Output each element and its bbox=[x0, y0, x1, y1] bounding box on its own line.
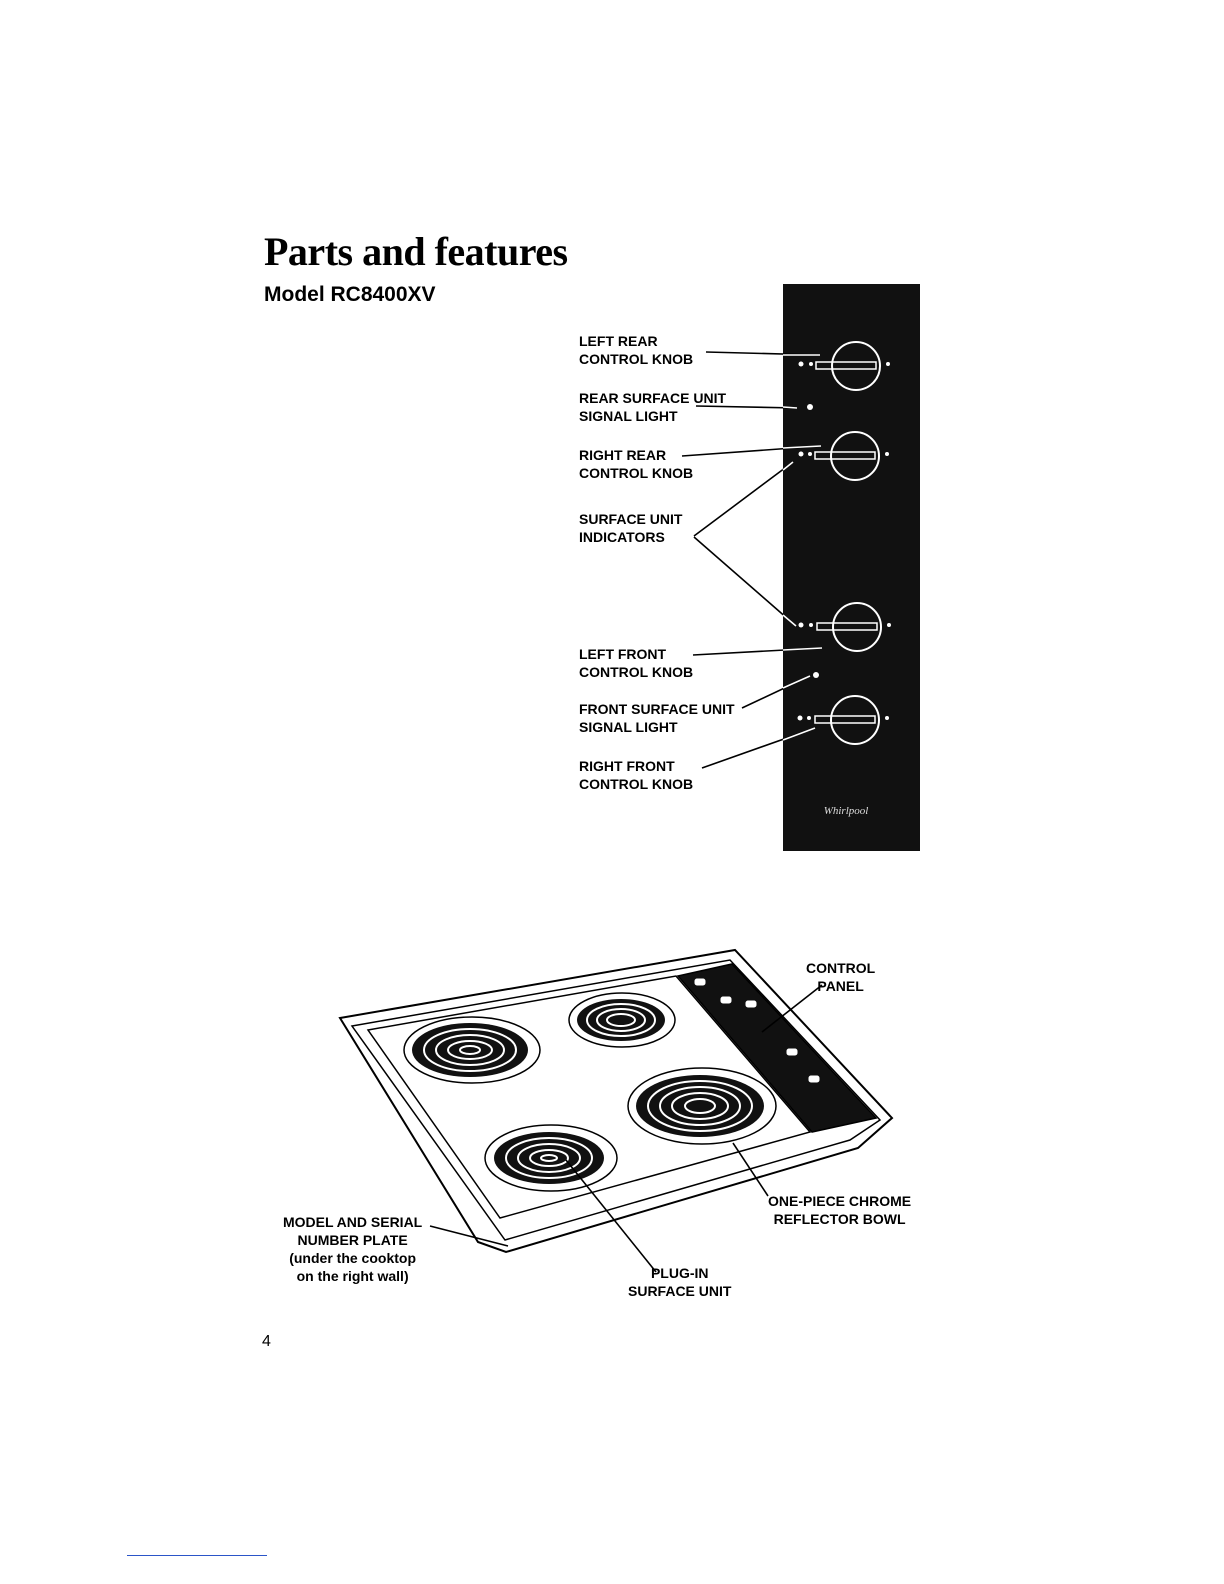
control-panel-illustration: Whirlpool bbox=[783, 284, 920, 851]
burner-left-rear bbox=[403, 1016, 541, 1084]
cooktop-leader-lines bbox=[429, 984, 823, 1273]
knob-left-front bbox=[798, 602, 891, 652]
burner-right-front bbox=[627, 1067, 777, 1145]
brand-logo: Whirlpool bbox=[824, 805, 869, 817]
model-subtitle: Model RC8400XV bbox=[264, 283, 436, 306]
page-number: 4 bbox=[262, 1333, 271, 1350]
cooktop-illustration bbox=[338, 948, 894, 1254]
front-signal-light bbox=[813, 672, 819, 678]
burner-right-rear bbox=[568, 992, 676, 1048]
knob-left-rear bbox=[798, 341, 890, 391]
knob-right-rear bbox=[798, 431, 889, 481]
page-title: Parts and features bbox=[264, 229, 568, 274]
footer-rule bbox=[127, 1555, 267, 1556]
burner-left-front bbox=[484, 1124, 618, 1192]
knob-right-front bbox=[797, 695, 889, 745]
rear-signal-light bbox=[807, 404, 813, 410]
